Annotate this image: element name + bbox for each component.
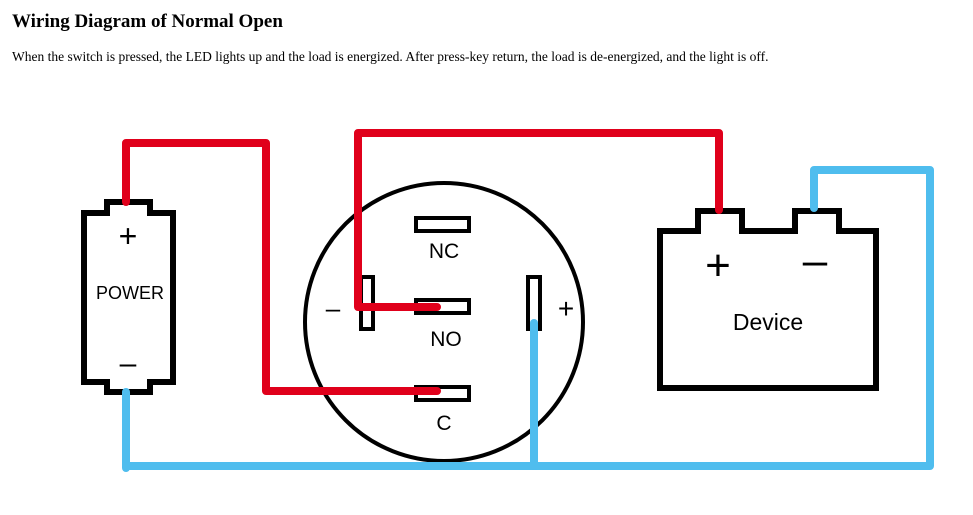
positive-wires: [122, 129, 723, 395]
device-body: [657, 208, 879, 391]
page-description: When the switch is pressed, the LED ligh…: [12, 49, 769, 64]
led-positive-sign: +: [558, 293, 574, 324]
power-negative-sign: –: [120, 347, 137, 380]
wire-power-to-c: [122, 139, 441, 395]
power-supply: [81, 199, 176, 395]
wire-common-negative: [122, 166, 934, 470]
switch-body: [303, 181, 585, 463]
device-positive-sign: +: [705, 241, 731, 290]
page-title: Wiring Diagram of Normal Open: [12, 11, 283, 32]
nc-terminal: [414, 216, 471, 233]
no-label: NO: [430, 328, 462, 351]
wire-no-to-device: [354, 129, 723, 311]
c-label: C: [436, 412, 451, 435]
led-negative-sign: –: [326, 293, 341, 323]
device-negative-sign: –: [803, 236, 828, 285]
power-body: [81, 199, 176, 395]
nc-label: NC: [429, 240, 459, 263]
device-label: Device: [733, 309, 803, 335]
negative-wires: [122, 166, 934, 472]
power-label: POWER: [96, 283, 164, 303]
power-positive-sign: +: [119, 218, 138, 254]
